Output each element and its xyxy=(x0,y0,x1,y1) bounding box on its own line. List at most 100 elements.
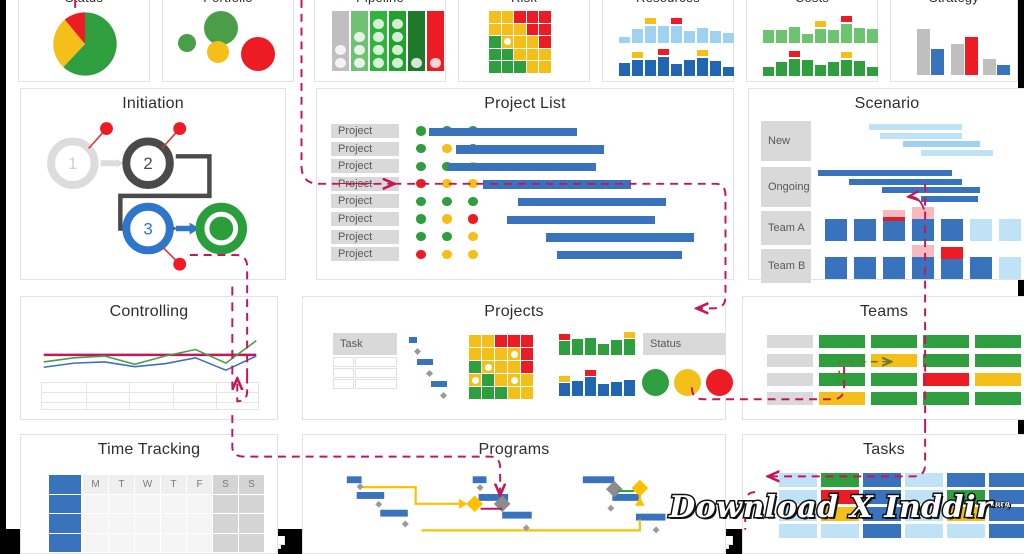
status-dot-amber[interactable] xyxy=(442,179,452,189)
pipeline-card-dot[interactable] xyxy=(335,57,346,69)
task-table-cell[interactable] xyxy=(355,379,397,389)
program-bar[interactable] xyxy=(635,513,666,521)
teams-cell-green[interactable] xyxy=(871,373,917,386)
status-dot-green[interactable] xyxy=(416,161,426,171)
bar[interactable] xyxy=(645,26,656,43)
projects-mini-bar[interactable] xyxy=(572,381,583,396)
bar[interactable] xyxy=(684,31,695,43)
scenario-block[interactable] xyxy=(941,257,963,279)
time-cell[interactable] xyxy=(161,494,186,513)
task-board-cell[interactable] xyxy=(947,473,985,487)
time-cell[interactable] xyxy=(83,533,108,552)
time-cell[interactable] xyxy=(135,494,160,513)
status-dot-green[interactable] xyxy=(416,196,426,206)
risk-cell[interactable] xyxy=(539,11,551,23)
project-row-label[interactable]: Project xyxy=(331,194,399,209)
status-light[interactable] xyxy=(641,368,669,396)
task-board-cell[interactable] xyxy=(863,490,901,504)
time-cell[interactable] xyxy=(161,514,186,533)
status-dot-green[interactable] xyxy=(468,196,478,206)
bar[interactable] xyxy=(697,28,708,43)
task-board-cell[interactable] xyxy=(779,490,817,504)
task-board-cell[interactable] xyxy=(905,473,943,487)
status-dot-green[interactable] xyxy=(442,232,452,242)
risk-cell[interactable] xyxy=(539,36,551,48)
pipeline-card-dot[interactable] xyxy=(373,18,384,30)
project-row-label[interactable]: Project xyxy=(331,176,399,191)
status-dot-green[interactable] xyxy=(442,196,452,206)
time-cell[interactable] xyxy=(213,514,238,533)
bar[interactable] xyxy=(710,61,721,76)
projects-mini-bar[interactable] xyxy=(611,382,622,396)
projects-mini-bar[interactable] xyxy=(585,377,596,396)
time-row-handle[interactable] xyxy=(49,514,81,533)
card-resources[interactable]: Resources xyxy=(602,0,734,82)
mini-gantt-bar[interactable] xyxy=(417,359,433,365)
teams-cell-green[interactable] xyxy=(871,335,917,348)
teams-cell-green[interactable] xyxy=(975,354,1021,367)
card-teams[interactable]: Teams xyxy=(742,289,1024,420)
bar[interactable] xyxy=(828,30,839,43)
risk-cell[interactable] xyxy=(501,11,513,23)
projects-mini-bar[interactable] xyxy=(585,338,596,355)
projects-heatmap-cell[interactable] xyxy=(521,374,534,387)
projects-mini-bar[interactable] xyxy=(572,339,583,355)
risk-cell[interactable] xyxy=(539,48,551,60)
bar[interactable] xyxy=(776,30,787,43)
issue-flag-icon[interactable] xyxy=(100,122,113,136)
projects-heatmap-cell[interactable] xyxy=(508,361,521,374)
projects-heatmap-cell[interactable] xyxy=(469,387,482,400)
projects-heatmap-cell[interactable] xyxy=(521,387,534,400)
risk-cell[interactable] xyxy=(514,48,526,60)
task-board-cell[interactable] xyxy=(779,473,817,487)
initiation-node[interactable] xyxy=(122,202,174,255)
card-pipeline[interactable]: Pipeline xyxy=(314,0,446,82)
time-cell[interactable] xyxy=(135,514,160,533)
scenario-gantt-bar[interactable] xyxy=(920,195,978,202)
teams-cell-amber[interactable] xyxy=(819,392,865,405)
strategy-bar[interactable] xyxy=(951,44,964,75)
day-header-2[interactable]: W xyxy=(135,475,160,494)
gantt-bar[interactable] xyxy=(506,215,655,224)
pipeline-card-dot[interactable] xyxy=(373,57,384,69)
projects-heatmap-cell[interactable] xyxy=(469,348,482,361)
bar[interactable] xyxy=(815,29,826,43)
scenario-lane-new[interactable]: New xyxy=(761,121,811,161)
card-programs[interactable]: Programs xyxy=(302,427,733,554)
gantt-bar[interactable] xyxy=(545,233,694,242)
day-header-5[interactable]: S xyxy=(213,475,238,494)
time-cell[interactable] xyxy=(161,533,186,552)
task-board-cell[interactable] xyxy=(905,507,943,521)
projects-heatmap-cell[interactable] xyxy=(495,387,508,400)
project-row-label[interactable]: Project xyxy=(331,212,399,226)
gantt-bar[interactable] xyxy=(557,250,682,260)
day-header-4[interactable]: F xyxy=(187,475,212,494)
status-dot-green[interactable] xyxy=(416,214,426,224)
bar[interactable] xyxy=(841,60,852,76)
project-row-label[interactable]: Project xyxy=(331,124,399,138)
time-cell[interactable] xyxy=(213,494,238,513)
risk-cell[interactable] xyxy=(501,23,513,35)
scenario-block[interactable] xyxy=(999,219,1021,241)
status-dot-green[interactable] xyxy=(416,144,426,154)
bar[interactable] xyxy=(763,30,774,43)
day-header-3[interactable]: T xyxy=(161,475,186,494)
pipeline-column[interactable] xyxy=(427,11,444,71)
gantt-bar[interactable] xyxy=(428,127,577,136)
projects-heatmap-cell[interactable] xyxy=(495,374,508,387)
teams-cell-green[interactable] xyxy=(819,373,865,386)
scenario-gantt-bar[interactable] xyxy=(817,170,952,176)
gantt-bar[interactable] xyxy=(455,145,604,154)
pipeline-card-dot[interactable] xyxy=(430,57,441,69)
card-controlling[interactable]: Controlling xyxy=(20,289,285,420)
status-dot-red[interactable] xyxy=(416,249,426,259)
risk-cell[interactable] xyxy=(501,61,513,73)
issue-flag-icon[interactable] xyxy=(173,122,187,136)
status-dot-green[interactable] xyxy=(442,161,452,171)
risk-cell[interactable] xyxy=(526,61,538,73)
scenario-block[interactable] xyxy=(941,219,963,241)
time-cell[interactable] xyxy=(109,494,134,513)
milestone-diamond[interactable] xyxy=(439,391,448,400)
